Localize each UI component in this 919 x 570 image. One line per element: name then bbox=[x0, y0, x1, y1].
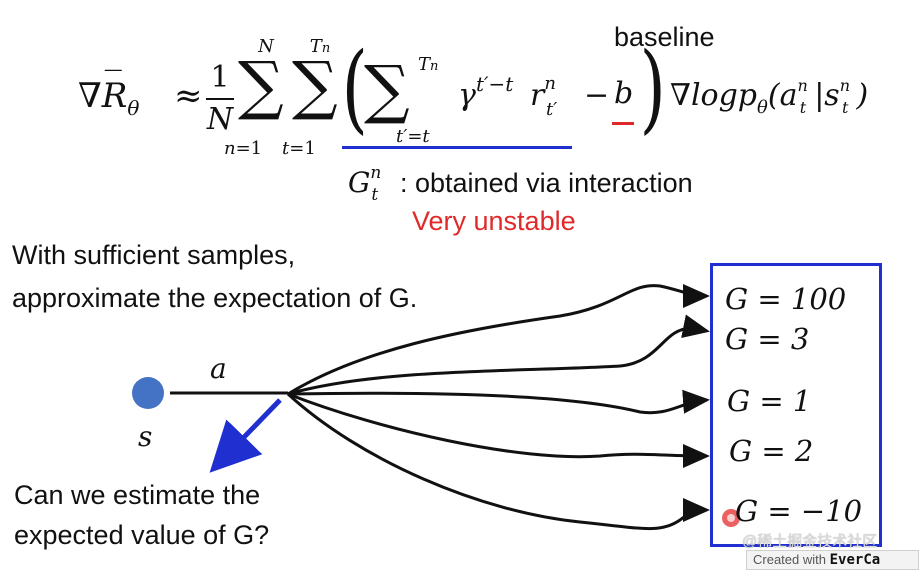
question-arrow bbox=[209, 398, 282, 473]
recorder-brand: EverCa bbox=[829, 552, 881, 568]
fraction-numerator: 1 bbox=[210, 60, 230, 95]
policy-gradient-formula: ∇R‾θ ≈ 1 N N ∑ n=1 Tn ∑ t=1 ( ∑ Tn t′=t … bbox=[78, 18, 908, 205]
reward-term: rnt′ bbox=[530, 73, 558, 120]
g-value-3: G = 3 bbox=[725, 322, 810, 356]
sum-t-lower: t=1 bbox=[282, 138, 316, 159]
action-label: a bbox=[210, 352, 227, 385]
samples-text-line1: With sufficient samples, bbox=[12, 240, 296, 270]
discount-term: γt′−t bbox=[458, 72, 514, 113]
sum-t-upper: Tn bbox=[309, 36, 331, 57]
inner-sum-lower: t′=t bbox=[396, 126, 430, 147]
fraction-denominator: N bbox=[206, 102, 234, 137]
fraction-bar bbox=[206, 98, 234, 100]
state-label: s bbox=[138, 420, 153, 453]
baseline-label: baseline bbox=[614, 22, 715, 52]
g-value-2: G = 2 bbox=[729, 434, 814, 468]
trajectory-5 bbox=[286, 392, 710, 531]
returns-box: G = 100 G = 3 G = 1 G = 2 G = −10 bbox=[710, 263, 882, 547]
inner-sum-upper: Tn bbox=[418, 54, 439, 75]
trajectory-3 bbox=[287, 389, 710, 415]
g-value-1: G = 1 bbox=[727, 384, 812, 418]
recorder-prefix: Created with bbox=[753, 552, 826, 567]
site-watermark: @稀土掘金技术社区 bbox=[742, 533, 878, 550]
samples-text-line2: approximate the expectation of G. bbox=[12, 283, 418, 313]
sum-n-lower: n=1 bbox=[224, 138, 263, 159]
grad-log-prob-term: ∇logpθ(ant|snt) bbox=[670, 76, 869, 118]
baseline-underline bbox=[612, 122, 634, 125]
pointer-dot-center bbox=[727, 514, 735, 522]
question-line1: Can we estimate the bbox=[14, 480, 261, 510]
g-interaction-note: : obtained via interaction bbox=[400, 168, 693, 198]
sum-n-symbol: ∑ bbox=[238, 49, 284, 123]
sum-t-symbol: ∑ bbox=[292, 49, 338, 123]
right-paren: ) bbox=[639, 32, 666, 144]
trajectory-1 bbox=[287, 283, 710, 396]
left-paren: ( bbox=[341, 32, 368, 144]
trajectory-2 bbox=[287, 314, 710, 396]
recorder-banner: Created with EverCa bbox=[746, 550, 919, 570]
return-underline bbox=[342, 146, 572, 149]
question-line2: expected value of G? bbox=[14, 520, 270, 550]
state-node bbox=[132, 377, 164, 409]
inner-sum-symbol: ∑ bbox=[364, 53, 410, 127]
g-value-neg10: G = −10 bbox=[735, 494, 863, 528]
g-value-100: G = 100 bbox=[725, 282, 847, 316]
sum-n-upper: N bbox=[258, 36, 274, 57]
gradient-reward-term: ∇R‾θ bbox=[78, 64, 140, 120]
baseline-b: b bbox=[614, 76, 634, 111]
approx-sign: ≈ bbox=[174, 76, 203, 116]
unstable-note: Very unstable bbox=[412, 206, 576, 236]
minus-sign: − bbox=[584, 78, 610, 113]
trajectory-4 bbox=[287, 392, 710, 468]
g-symbol: Gnt bbox=[348, 163, 382, 205]
